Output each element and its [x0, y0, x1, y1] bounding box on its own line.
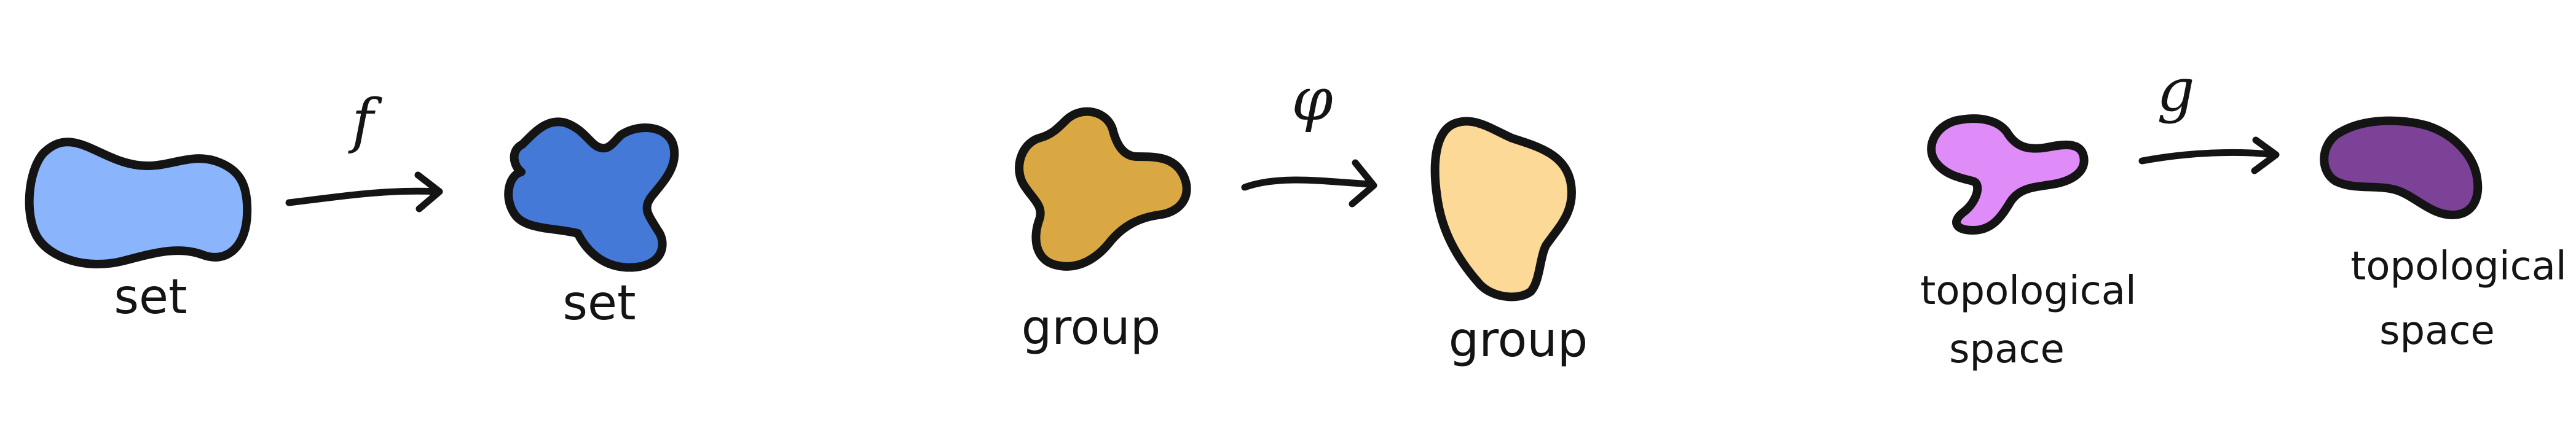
arrow-phi [1241, 159, 1377, 208]
target-set-label: set [562, 276, 636, 331]
source-space-label-line2: space [1949, 327, 2065, 372]
panel-groups: group φ group [1015, 65, 1588, 368]
arrow-phi-label: φ [1291, 65, 1333, 134]
target-group-label: group [1449, 313, 1588, 368]
source-set-blob [25, 138, 252, 269]
source-space-label-line1: topological [1920, 268, 2137, 314]
source-group-blob [1015, 107, 1191, 271]
target-group-blob [1430, 117, 1576, 302]
arrow-g-label: g [2157, 56, 2194, 125]
source-set-label: set [114, 270, 187, 325]
arrow-f-label: f [348, 87, 382, 155]
target-space-label-line1: topological [2350, 244, 2567, 289]
source-space-blob [1927, 114, 2089, 235]
target-set-blob [504, 117, 679, 272]
source-group-label: group [1022, 300, 1161, 356]
panel-topological-spaces: topological space g topological space [1920, 56, 2567, 372]
arrow-f [285, 171, 443, 212]
arrow-g [2138, 136, 2280, 174]
target-space-blob [2320, 116, 2483, 219]
panel-sets: set f set [25, 87, 679, 331]
target-space-label-line2: space [2379, 308, 2495, 354]
